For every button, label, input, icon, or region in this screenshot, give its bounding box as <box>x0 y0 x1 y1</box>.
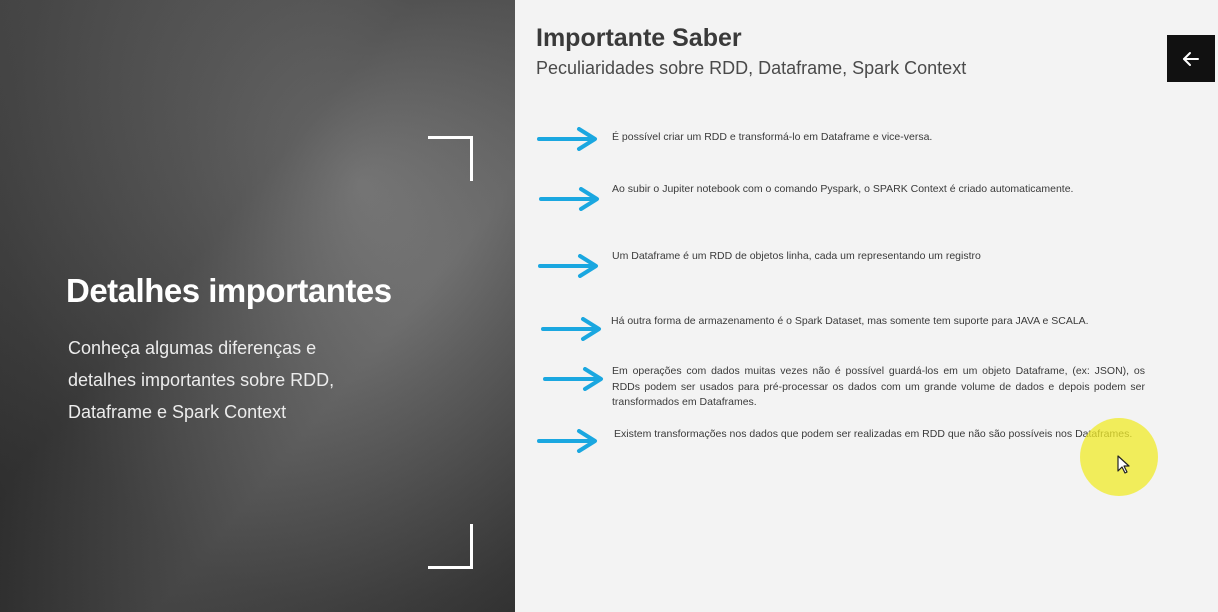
arrow-right-icon <box>541 317 601 341</box>
corner-bracket-bottom <box>428 524 473 569</box>
bullet-text: Existem transformações nos dados que pod… <box>614 428 1133 440</box>
arrow-right-icon <box>537 127 597 151</box>
content-subheading: Peculiaridades sobre RDD, Dataframe, Spa… <box>536 58 967 78</box>
corner-bracket-top <box>428 136 473 181</box>
bullet-text: Em operações com dados muitas vezes não … <box>612 365 1145 408</box>
back-button[interactable] <box>1167 35 1215 82</box>
bullet-text: Há outra forma de armazenamento é o Spar… <box>611 315 1089 327</box>
slide-title: Detalhes importantes <box>66 272 392 309</box>
slide-subtitle: Conheça algumas diferenças e detalhes im… <box>68 338 335 422</box>
arrow-right-icon <box>538 254 598 278</box>
arrow-right-icon <box>537 429 597 453</box>
bullet-text: Um Dataframe é um RDD de objetos linha, … <box>612 250 981 262</box>
content-heading: Importante Saber <box>536 24 742 52</box>
title-panel: Detalhes importantes Conheça algumas dif… <box>0 0 515 612</box>
content-panel: Importante Saber Peculiaridades sobre RD… <box>515 0 1218 612</box>
arrow-right-icon <box>539 187 599 211</box>
arrow-right-icon <box>543 367 603 391</box>
bullet-text: Ao subir o Jupiter notebook com o comand… <box>612 183 1074 195</box>
bullet-text: É possível criar um RDD e transformá-lo … <box>612 131 933 143</box>
arrow-left-icon <box>1183 51 1199 66</box>
mouse-pointer-icon <box>1117 455 1130 474</box>
